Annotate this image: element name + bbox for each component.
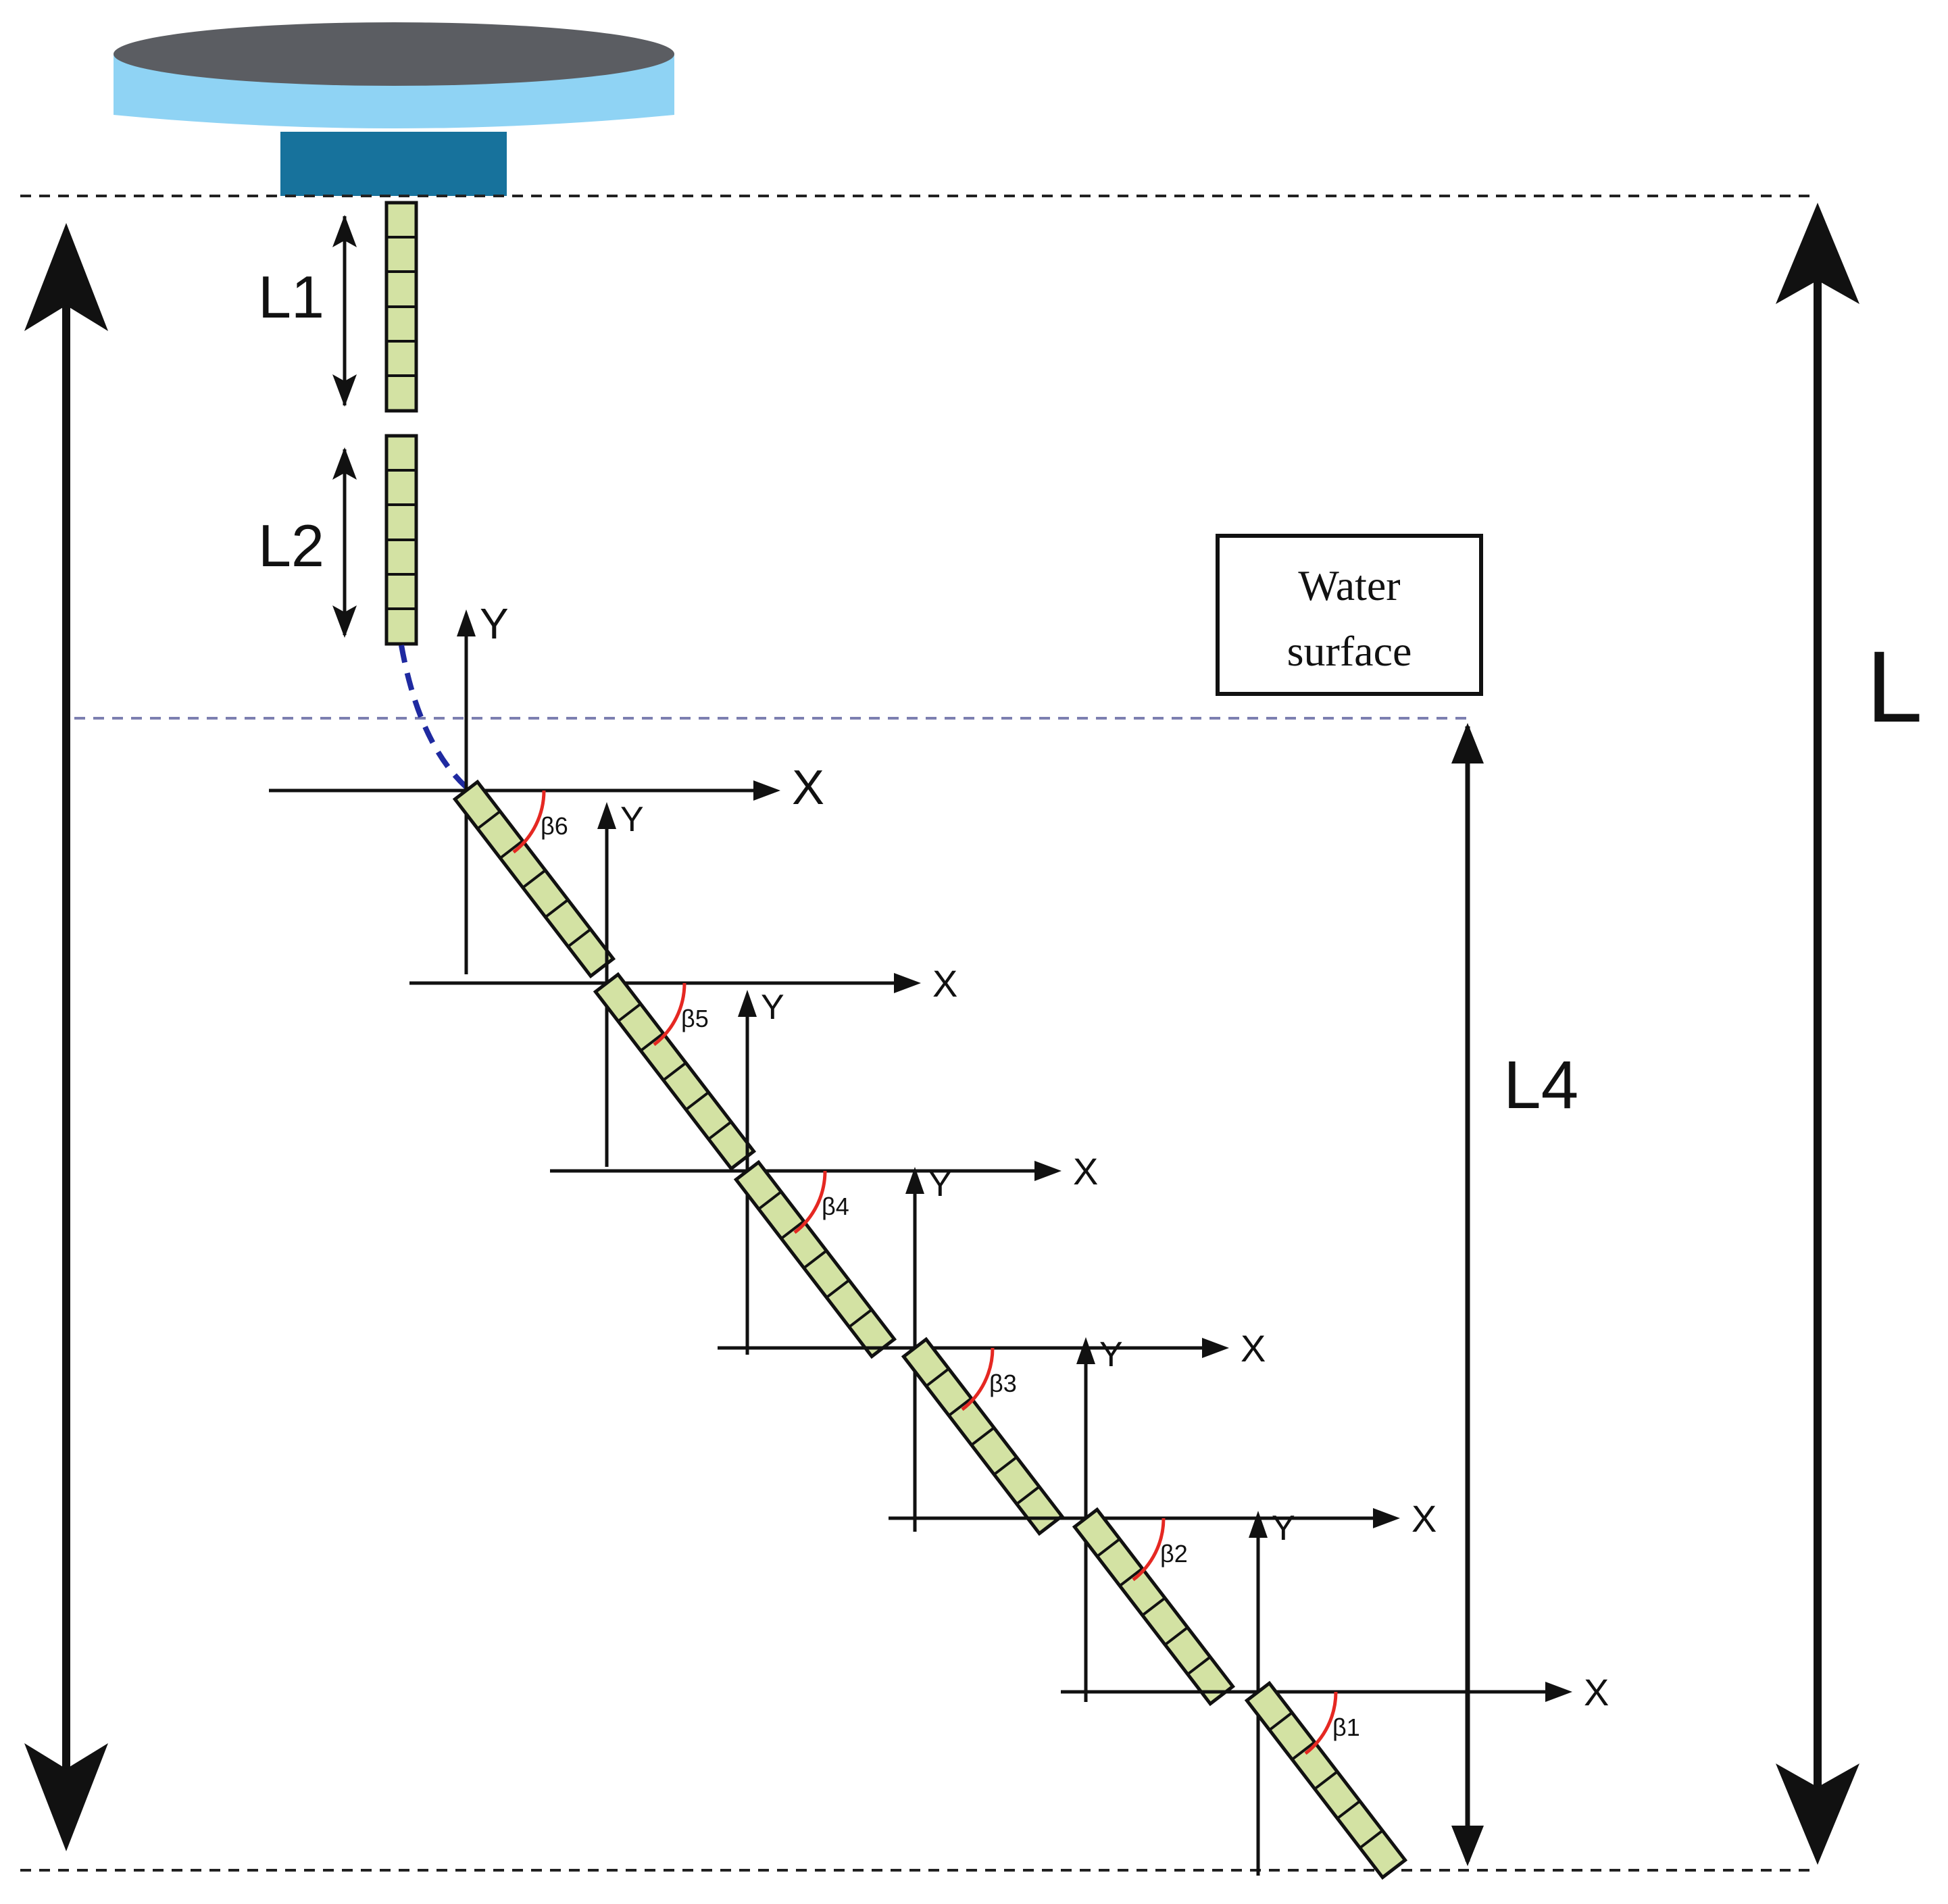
platform-base [280,132,507,196]
angle-arc [653,982,686,1047]
connection-curve [399,645,468,789]
angle-label-β2: β2 [1160,1540,1188,1568]
angle-arc [1132,1518,1166,1582]
angle-arc [1304,1691,1338,1755]
y-axis-label: Y [761,988,784,1027]
inclined-segment [1072,1507,1236,1707]
y-axis-arrowhead [1076,1337,1095,1364]
joint-3: X Yβ4 [550,988,1098,1359]
angle-arc [512,790,546,854]
l1-label: L1 [258,264,324,330]
y-axis-label: Y [1272,1509,1295,1548]
l2-label: L2 [258,512,324,579]
y-axis-arrowhead [457,609,476,636]
joint-5: X Yβ2 [889,1335,1437,1707]
y-axis-label: Y [1099,1335,1123,1374]
y-axis-arrowhead [597,802,616,829]
segment-l1 [384,201,418,413]
joint-1: X Yβ6 [269,599,824,979]
inclined-segment [593,972,757,1172]
x-axis-arrowhead [894,973,921,993]
platform [114,22,674,196]
angle-label-β1: β1 [1332,1713,1360,1741]
left-height-arrow [24,223,108,1851]
inclined-segment [733,1159,897,1359]
joint-6: X Yβ1 [1061,1509,1609,1880]
joint-4: X Yβ3 [718,1165,1266,1536]
angle-arc [961,1347,995,1411]
x-axis-arrowhead [753,780,780,801]
x-axis-label: X [1584,1671,1609,1713]
y-axis-arrowhead [738,990,757,1017]
inclined-segment [901,1336,1065,1536]
y-axis-arrowhead [1249,1511,1268,1538]
water-surface-line2: surface [1287,627,1412,675]
x-axis-label: X [932,962,957,1005]
segment-l2 [384,434,418,646]
y-axis-label: Y [620,800,644,839]
platform-top [114,22,674,86]
x-axis-arrowhead [1202,1338,1229,1358]
angle-label-β4: β4 [822,1193,849,1220]
angle-label-β6: β6 [541,812,568,840]
y-axis-label: Y [480,599,509,648]
x-axis-arrowhead [1373,1508,1400,1528]
x-axis-label: X [1241,1327,1266,1370]
inclined-segment [452,779,616,979]
y-axis-arrowhead [905,1167,924,1194]
total-length-label: L [1866,630,1922,743]
angle-arc [793,1170,827,1234]
inclined-segment [1244,1680,1408,1880]
y-axis-label: Y [928,1165,952,1204]
angle-label-β3: β3 [989,1370,1017,1397]
l4-label: L4 [1503,1047,1578,1123]
x-axis-label: X [1412,1497,1437,1540]
water-surface-box: Water surface [1216,534,1483,696]
angle-label-β5: β5 [681,1005,709,1032]
total-length-arrow [1776,203,1859,1865]
joint-2: X Yβ5 [409,800,957,1172]
water-surface-line1: Water [1298,561,1400,609]
x-axis-arrowhead [1034,1161,1062,1181]
x-axis-label: X [1073,1150,1098,1193]
x-axis-arrowhead [1545,1682,1572,1702]
x-axis-label: X [792,761,824,815]
